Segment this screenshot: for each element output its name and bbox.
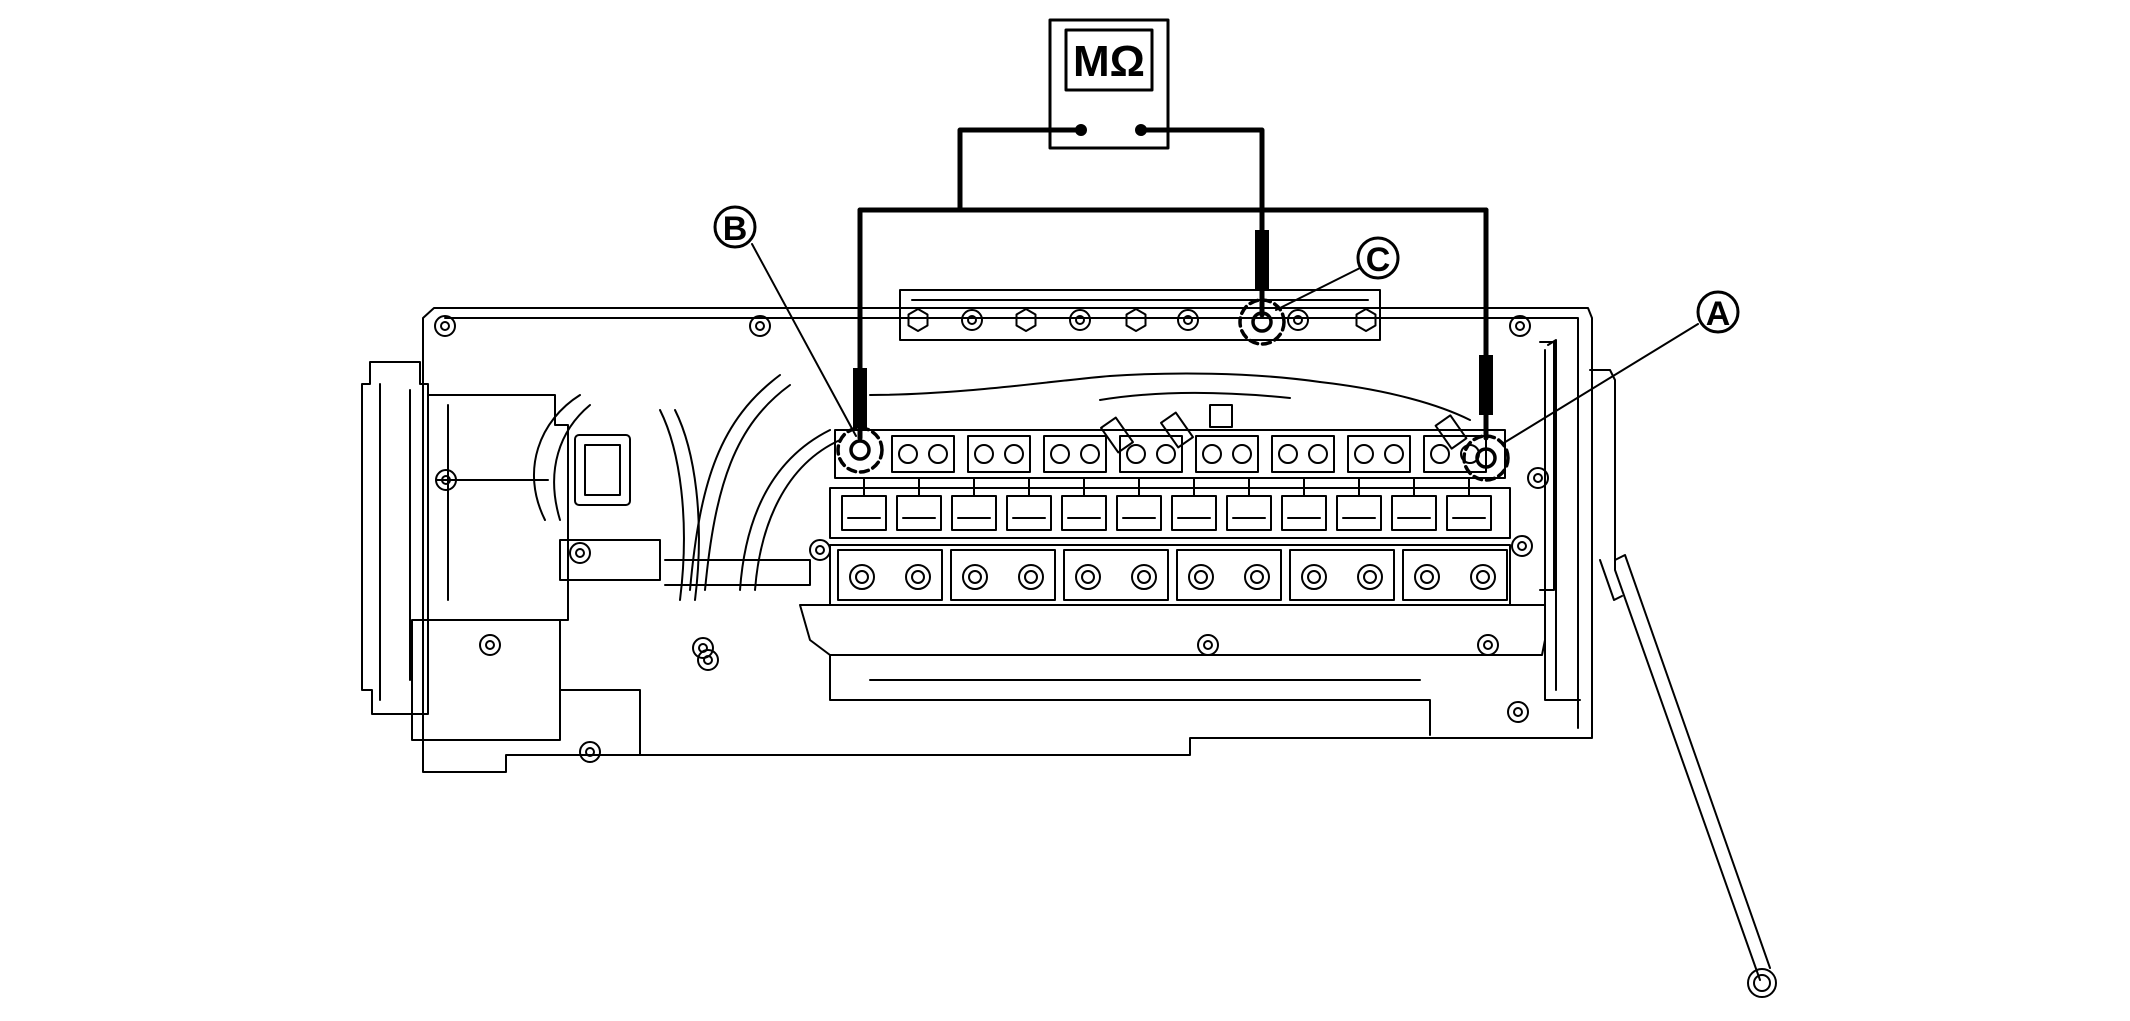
mount-bolts bbox=[434, 308, 1549, 763]
bus-bar-clip bbox=[951, 477, 997, 531]
callout-c-letter: C bbox=[1366, 241, 1391, 279]
bus-bar-clip bbox=[1226, 477, 1272, 531]
point-c-bolt bbox=[1251, 311, 1273, 333]
mount-bolt bbox=[961, 309, 983, 331]
hex-nut bbox=[1015, 308, 1037, 332]
support-rod bbox=[1547, 339, 1777, 998]
lower-cell-terminal bbox=[837, 549, 943, 601]
bus-bar-clip bbox=[1006, 477, 1052, 531]
upper-cell-terminal bbox=[891, 435, 955, 473]
upper-cell-terminal bbox=[1119, 435, 1183, 473]
bus-bar-clip bbox=[1446, 477, 1492, 531]
mount-bolt bbox=[1477, 634, 1499, 656]
callout-a: A bbox=[1696, 290, 1740, 334]
upper-cell-terminal bbox=[1195, 435, 1259, 473]
callout-b: B bbox=[713, 205, 757, 249]
upper-cell-terminal bbox=[1347, 435, 1411, 473]
mount-bolt bbox=[1069, 309, 1091, 331]
lower-cell-terminal bbox=[1176, 549, 1282, 601]
megohmmeter-label: MΩ bbox=[1073, 37, 1145, 86]
mount-bolt bbox=[749, 315, 771, 337]
probe-a bbox=[1479, 355, 1493, 415]
mount-bolt bbox=[579, 741, 601, 763]
hex-nut bbox=[907, 308, 929, 332]
bus-bar-clip bbox=[896, 477, 942, 531]
probe-tips bbox=[853, 230, 1493, 428]
cell-modules bbox=[837, 435, 1508, 601]
mount-bolt bbox=[1507, 701, 1529, 723]
callout-leaders bbox=[751, 243, 1699, 445]
bus-bar-clip bbox=[1171, 477, 1217, 531]
mount-bolt bbox=[1177, 309, 1199, 331]
mount-bolt bbox=[1197, 634, 1219, 656]
mount-bolt bbox=[1511, 535, 1533, 557]
bus-bar-clip bbox=[1061, 477, 1107, 531]
mount-bolt bbox=[809, 539, 831, 561]
probe-b bbox=[853, 368, 867, 428]
lower-cell-terminal bbox=[1063, 549, 1169, 601]
lower-cell-terminal bbox=[1289, 549, 1395, 601]
point-a-bolt bbox=[1475, 447, 1497, 469]
measurement-points bbox=[836, 298, 1510, 482]
mount-bolt bbox=[697, 649, 719, 671]
lower-cell-terminal bbox=[950, 549, 1056, 601]
point-b-bolt bbox=[849, 439, 871, 461]
mount-bolt bbox=[435, 469, 457, 491]
bus-bar-clip bbox=[1116, 477, 1162, 531]
bus-bar-clip bbox=[1336, 477, 1382, 531]
callout-c: C bbox=[1356, 236, 1400, 280]
point-b-ring bbox=[836, 426, 884, 474]
callout-b-letter: B bbox=[723, 210, 748, 248]
upper-cell-terminal bbox=[967, 435, 1031, 473]
upper-cell-terminal bbox=[1271, 435, 1335, 473]
probe-c bbox=[1255, 230, 1269, 290]
hex-nut bbox=[1125, 308, 1147, 332]
mount-bolt bbox=[569, 542, 591, 564]
lower-cell-terminal bbox=[1402, 549, 1508, 601]
point-c-ring bbox=[1238, 298, 1286, 346]
mount-bolt bbox=[1287, 309, 1309, 331]
upper-cell-terminal bbox=[1043, 435, 1107, 473]
battery-pack bbox=[361, 289, 1593, 773]
mount-bolt bbox=[1509, 315, 1531, 337]
mount-bolt bbox=[434, 315, 456, 337]
bus-bar-clip bbox=[1281, 477, 1327, 531]
bus-bar-clip bbox=[841, 477, 887, 531]
mount-bolt bbox=[1527, 467, 1549, 489]
mount-bolt bbox=[692, 637, 714, 659]
hex-nut bbox=[1355, 308, 1377, 332]
point-a-ring bbox=[1462, 434, 1510, 482]
mount-bolt bbox=[479, 634, 501, 656]
callout-a-letter: A bbox=[1706, 295, 1731, 333]
bus-bar-clip bbox=[1391, 477, 1437, 531]
